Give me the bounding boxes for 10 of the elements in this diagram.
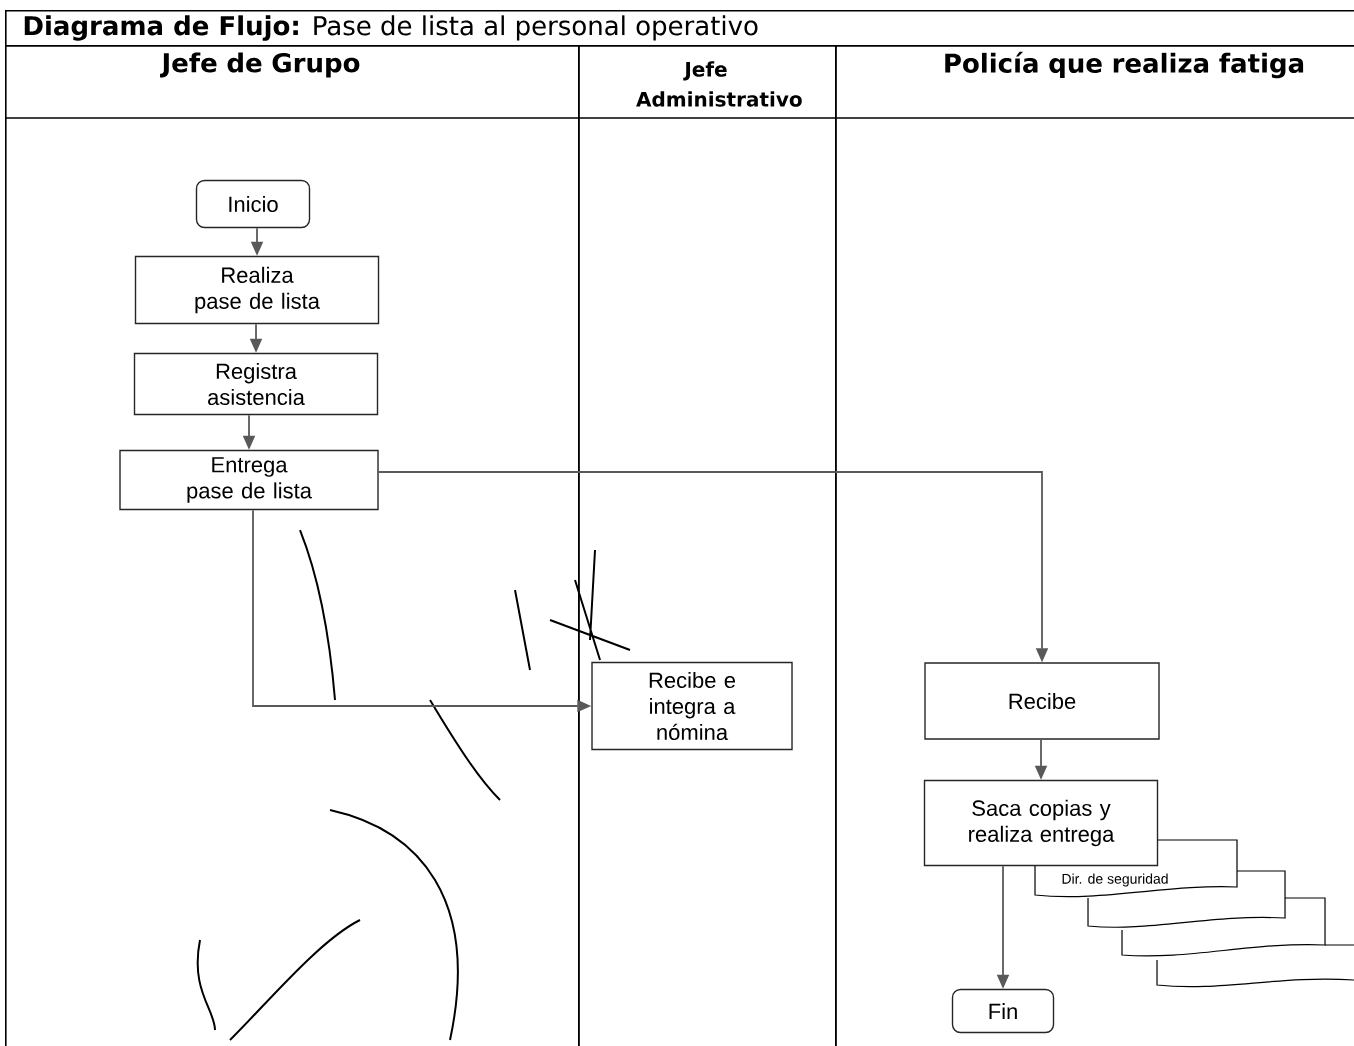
process-box: Recibe e integra a nómina [591,661,793,751]
process-box: Saca copias y realiza entrega [923,779,1159,867]
process-box: Registra asistencia [133,352,379,416]
title: Diagrama de Flujo: Pase de lista al personal operativo [24,15,758,41]
terminal-box: Fin [951,988,1055,1034]
node-label: Dir. de seguridad [1062,873,1168,887]
process-box: Entrega pase de lista [119,449,379,511]
process-box: Realiza pase de lista [134,255,380,325]
process-box: Recibe [924,662,1160,740]
terminal-box: Inicio [195,179,311,229]
